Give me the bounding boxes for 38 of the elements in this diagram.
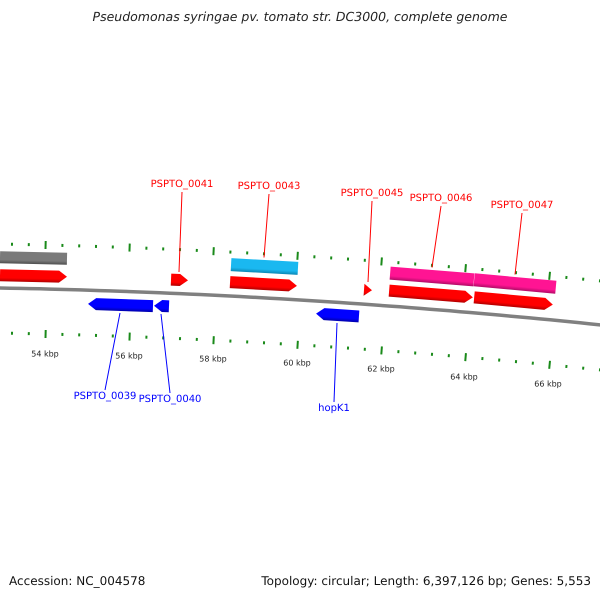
footer-text: Topology: circular; Length: 6,397,126 bp; Genes: 5,553 (261, 574, 591, 588)
gene-label: PSPTO_0047 (490, 200, 554, 211)
leader-line (334, 322, 338, 402)
gene-block (229, 276, 297, 292)
leader-line (178, 192, 182, 272)
genome-title: Pseudomonas syringae pv. tomato str. DC3000, complete genome (92, 9, 508, 24)
scale-label: 54 kbp (31, 350, 59, 358)
gene-label: PSPTO_0041 (150, 179, 214, 190)
leader-line (514, 212, 522, 275)
feature-bar (0, 251, 67, 265)
leader-line (160, 314, 170, 394)
gene-block (315, 308, 359, 322)
footer-text: Accession: NC_004578 (9, 574, 146, 588)
gene-label: PSPTO_0046 (410, 193, 472, 204)
leader-line (264, 194, 270, 258)
scale-label: 62 kbp (367, 364, 395, 374)
scale-label: 64 kbp (450, 372, 478, 382)
gene-label: PSPTO_0043 (238, 181, 300, 192)
feature-bar (474, 272, 556, 294)
gene-label: PSPTO_0039 (74, 391, 136, 402)
gene-block (153, 300, 169, 312)
gene-block (388, 284, 474, 304)
gene-block (0, 269, 67, 283)
gene-block (364, 284, 372, 296)
leader-line (432, 206, 442, 268)
gene-label: hopK1 (318, 403, 350, 414)
feature-bar (230, 258, 298, 274)
gene-label: PSPTO_0040 (138, 394, 202, 405)
gene-block (170, 274, 188, 286)
scale-label: 58 kbp (199, 354, 227, 364)
scale-label: 60 kbp (283, 358, 311, 368)
scale-label: 56 kbp (115, 352, 143, 360)
scale-label: 66 kbp (534, 380, 562, 388)
feature-bar (390, 266, 474, 286)
leader-line (104, 312, 120, 390)
gene-block (473, 291, 553, 311)
gene-label: PSPTO_0045 (340, 188, 404, 199)
leader-line (368, 200, 372, 282)
